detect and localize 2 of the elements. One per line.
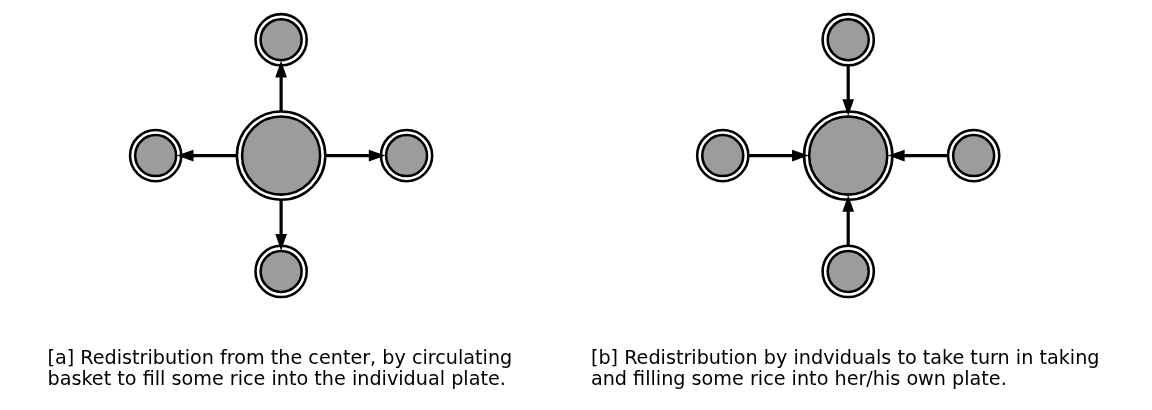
- label: [b] Redistribution by indviduals to take turn in taking and filling some rice into her/his own plate.: [590, 345, 1100, 390]
- label: [a] Redistribution from the center, by circulating basket to fill some rice into the individual plate.: [46, 345, 512, 390]
